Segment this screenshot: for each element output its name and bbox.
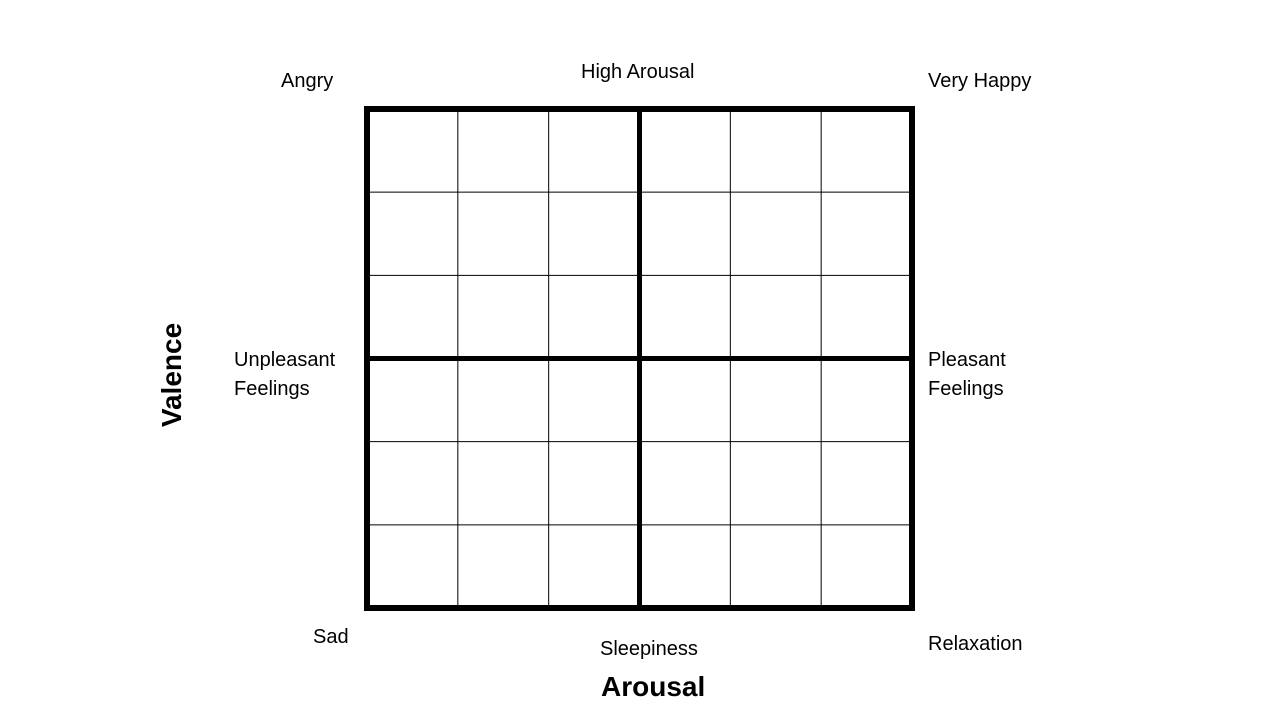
edge-label-left-line1: Unpleasant	[234, 349, 336, 371]
grid-border	[364, 106, 915, 611]
corner-label-bottom-left: Sad	[313, 626, 349, 648]
edge-label-right: Pleasant Feelings	[928, 346, 1006, 404]
edge-label-right-line1: Pleasant	[928, 349, 1006, 371]
edge-label-bottom: Sleepiness	[600, 638, 698, 660]
x-axis-title: Arousal	[601, 671, 706, 702]
edge-label-left: Unpleasant Feelings	[234, 346, 335, 404]
edge-label-right-line2: Feelings	[928, 378, 1004, 400]
edge-label-left-line2: Feelings	[234, 378, 310, 400]
corner-label-top-right: Very Happy	[928, 70, 1032, 92]
corner-label-bottom-right: Relaxation	[928, 633, 1023, 655]
y-axis-title: Valence	[156, 322, 187, 428]
edge-label-top: High Arousal	[581, 61, 695, 83]
corner-label-top-left: Angry	[281, 70, 334, 92]
